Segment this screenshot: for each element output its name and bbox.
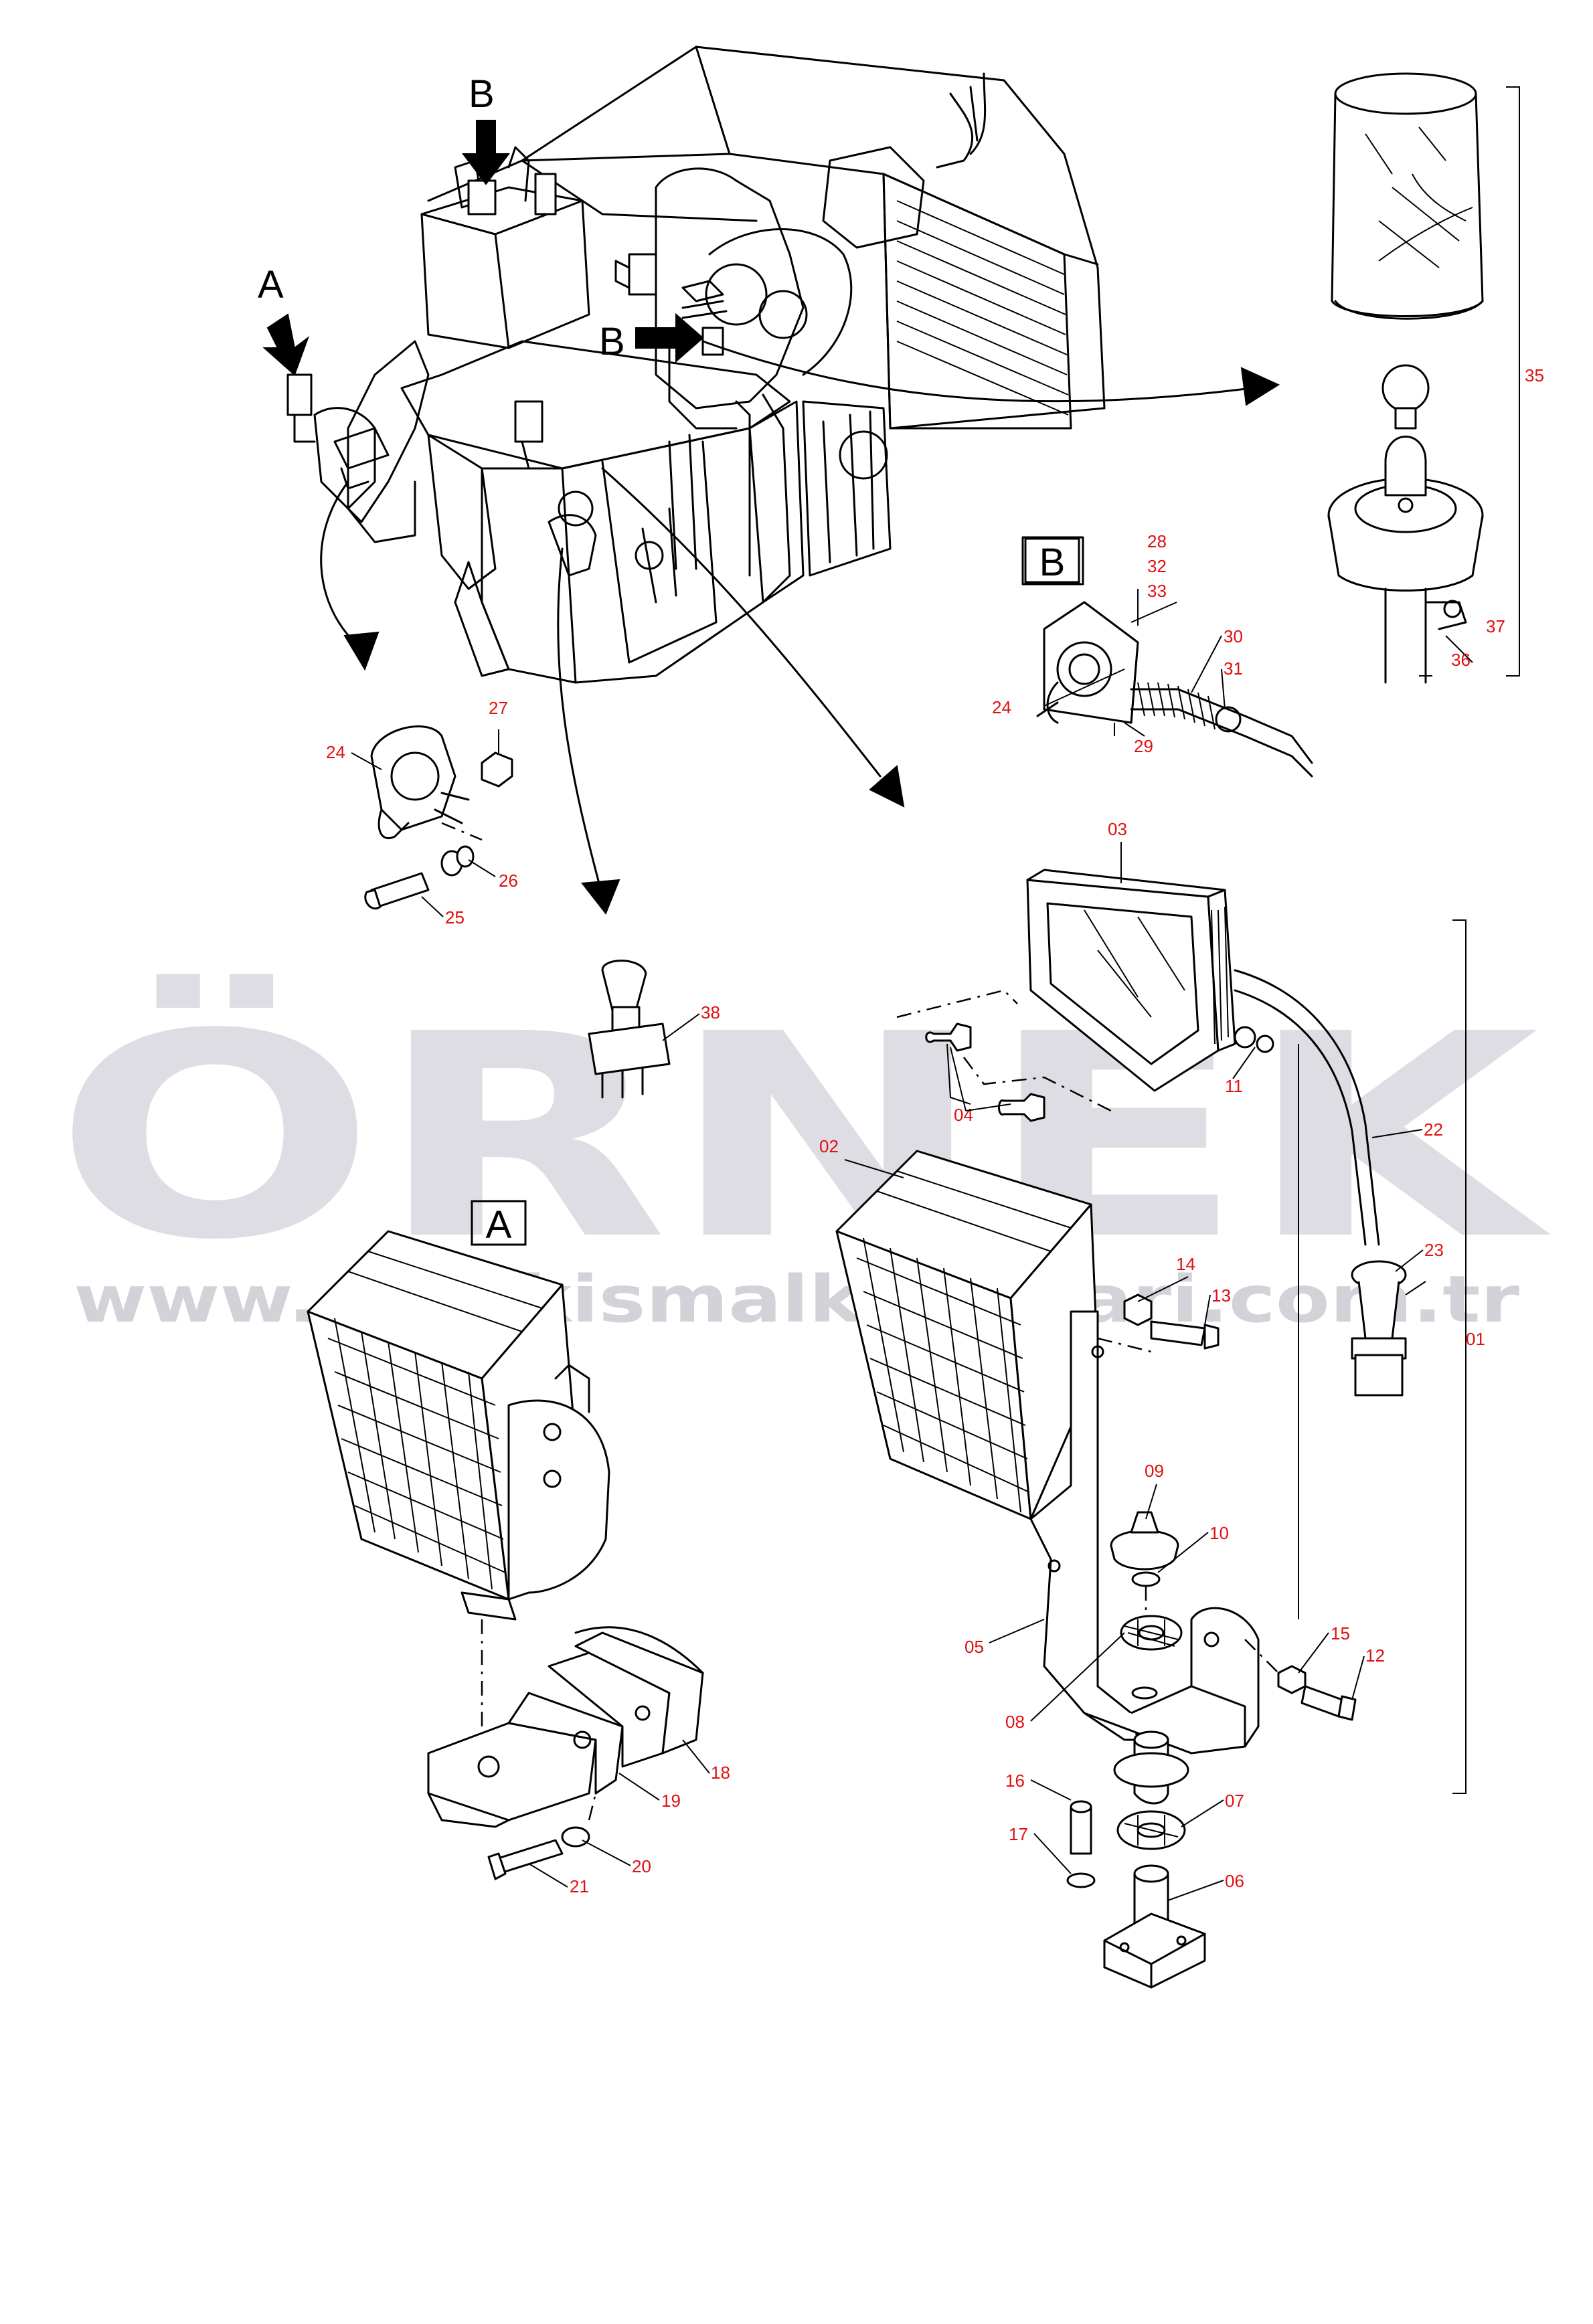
svg-text:A: A — [486, 1203, 512, 1247]
part-label-33: 33 — [1147, 581, 1167, 601]
work-lamp-03 — [896, 869, 1466, 1794]
watermark: ÖRNEK www.oreekismalkaomlari.com.tr — [54, 971, 1554, 1337]
part-label-09: 09 — [1145, 1461, 1164, 1481]
part-label-08: 08 — [1005, 1712, 1025, 1732]
rotating-beacon — [1327, 72, 1520, 684]
part-label-15: 15 — [1331, 1623, 1350, 1643]
callout-letters: A B B — [258, 72, 625, 363]
part-label-29: 29 — [1134, 736, 1153, 756]
part-label-17: 17 — [1009, 1824, 1028, 1844]
part-label-05: 05 — [965, 1637, 984, 1657]
leader-lines — [351, 602, 1424, 1901]
part-label-18: 18 — [711, 1763, 730, 1783]
part-label-19: 19 — [661, 1791, 681, 1811]
part-label-12: 12 — [1365, 1645, 1385, 1666]
part-label-02: 02 — [819, 1136, 839, 1156]
part-label-28: 28 — [1147, 531, 1167, 551]
part-number-labels: 35 37 36 28 32 33 30 31 24 29 24 27 26 2… — [326, 365, 1544, 1896]
part-label-20: 20 — [632, 1856, 651, 1876]
watermark-url: www.oreekismalkaomlari.com.tr — [74, 1262, 1520, 1337]
cable-plug — [1351, 1260, 1426, 1397]
part-label-07: 07 — [1225, 1791, 1244, 1811]
plug-assembly — [364, 725, 513, 909]
part-label-32: 32 — [1147, 556, 1167, 576]
part-label-01: 01 — [1466, 1329, 1485, 1349]
callout-b-top: B — [469, 72, 495, 116]
part-label-11: 11 — [1225, 1076, 1243, 1096]
work-lamp-02 — [835, 1044, 1357, 1989]
part-label-31: 31 — [1224, 658, 1243, 679]
part-label-27: 27 — [489, 698, 508, 718]
part-label-04: 04 — [954, 1105, 973, 1125]
callout-b-middle: B — [599, 320, 625, 363]
part-label-21: 21 — [570, 1876, 589, 1896]
part-label-23: 23 — [1424, 1240, 1444, 1260]
part-label-37: 37 — [1486, 616, 1505, 636]
detail-box-b: B — [1024, 537, 1080, 584]
machine-overview — [286, 46, 1106, 684]
part-label-24b: 24 — [992, 697, 1011, 717]
part-label-14: 14 — [1176, 1254, 1195, 1274]
callout-arrows — [262, 120, 1280, 915]
svg-text:B: B — [1039, 541, 1066, 584]
part-label-36: 36 — [1451, 650, 1471, 670]
detail-box-a: A — [471, 1200, 527, 1247]
part-label-35: 35 — [1525, 365, 1544, 385]
callout-a: A — [258, 263, 284, 306]
part-label-25: 25 — [445, 907, 465, 927]
part-label-38: 38 — [701, 1002, 720, 1022]
part-label-03: 03 — [1108, 819, 1127, 839]
part-label-16: 16 — [1005, 1771, 1025, 1791]
part-label-06: 06 — [1225, 1871, 1244, 1891]
part-label-26: 26 — [499, 871, 518, 891]
part-label-22: 22 — [1424, 1120, 1443, 1140]
switch-assembly — [588, 960, 671, 1099]
detail-b-socket — [1021, 536, 1313, 778]
part-label-24: 24 — [326, 742, 345, 762]
part-label-30: 30 — [1224, 626, 1243, 646]
work-lamp-a — [307, 1230, 704, 1880]
part-label-10: 10 — [1209, 1523, 1229, 1543]
watermark-text: ÖRNEK — [54, 971, 1554, 1302]
part-label-13: 13 — [1211, 1285, 1231, 1306]
